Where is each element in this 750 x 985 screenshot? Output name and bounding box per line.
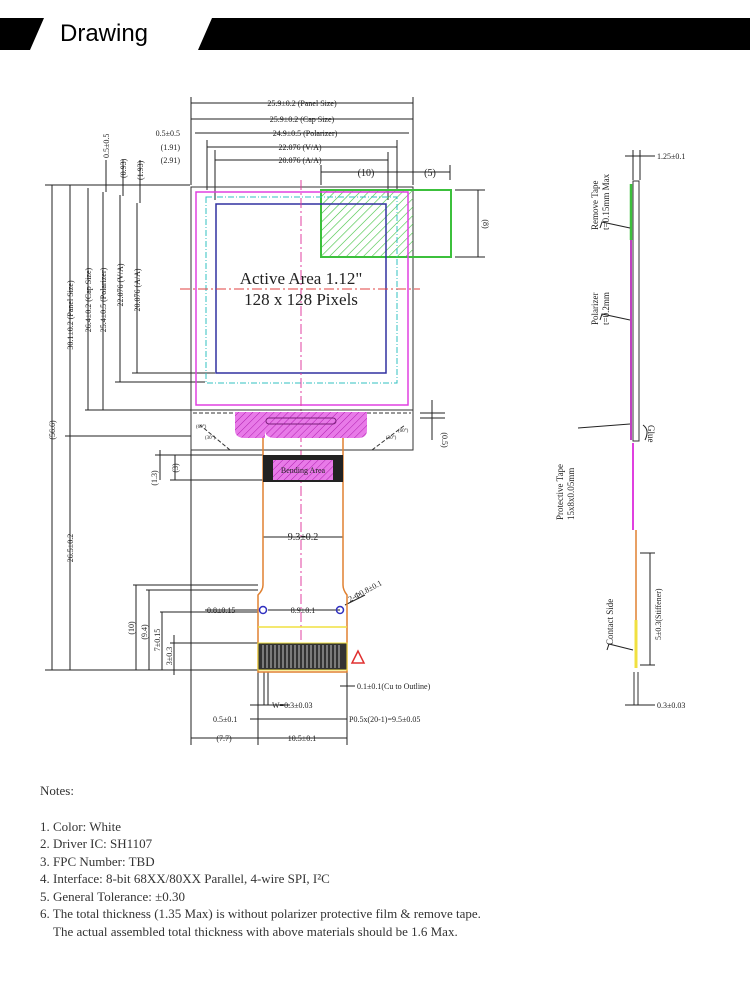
dim-label: 0.5±0.5 [102, 134, 111, 158]
dim-label: 0.3±0.03 [657, 701, 685, 710]
dim-label: (1.93) [136, 160, 145, 180]
polarizer-outline [195, 191, 409, 406]
dim-label: (5) [424, 168, 436, 179]
header-tab: Drawing [30, 18, 212, 50]
dim-label: P0.5x(20-1)=9.5±0.05 [349, 715, 420, 724]
side-view: 1.25±0.1 Remove Tape t=0.15mm Max Polari… [555, 150, 685, 710]
dim-label: 30.1±0.2 (Panel Size) [66, 280, 75, 350]
dim-label: (9.4) [140, 624, 149, 640]
panel-ledge [190, 409, 414, 451]
technical-drawing: Active Area 1.12" 128 x 128 Pixels (60°)… [45, 97, 685, 745]
pixels-label: 128 x 128 Pixels [244, 290, 358, 309]
side-label: 15x8x0.05mm [566, 468, 576, 520]
dim-label: (3) [171, 463, 180, 473]
dim-label: 8.9±0.1 [291, 606, 315, 615]
fpc-hole [258, 605, 268, 615]
dim-label: 25.4±0.5 (Polarizer) [99, 267, 108, 332]
note-item: 6. The total thickness (1.35 Max) is wit… [40, 906, 481, 921]
dim-label: 20.076 (A/A) [278, 156, 321, 165]
dim-label: 24.9±0.5 (Polarizer) [273, 129, 338, 138]
dim-label: 0.5±0.1 [213, 715, 237, 724]
side-label: Contact Side [605, 599, 615, 645]
connector-pins [262, 645, 340, 668]
dim-label: (7.7) [216, 734, 232, 743]
angle-label: (60°) [196, 425, 207, 430]
dim-label: 0.5±0.5 [156, 129, 180, 138]
notes-title: Notes: [40, 783, 74, 798]
dim-label: (1.91) [161, 143, 181, 152]
warning-icon [350, 649, 366, 664]
dim-label: 22.076 (V/A) [278, 143, 321, 152]
angle-label: (30°) [386, 436, 397, 441]
angle-label: (60°) [398, 429, 409, 434]
dim-label: 9.3±0.2 [288, 532, 319, 543]
angle-label: (30°) [205, 436, 216, 441]
fpc-outline [257, 438, 348, 673]
side-label: Glue [646, 425, 656, 443]
dim-label: 0.8±0.15 [207, 606, 235, 615]
note-item: 2. Driver IC: SH1107 [40, 836, 153, 851]
dim-label: 1.25±0.1 [657, 152, 685, 161]
dim-label: 26.5±0.2 [66, 534, 75, 562]
note-item: 5. General Tolerance: ±0.30 [40, 888, 185, 904]
dim-label: W=0.3±0.03 [272, 701, 312, 710]
dim-label: 0.1±0.1(Cu to Outline) [357, 682, 431, 691]
viewing-area [205, 196, 398, 384]
dim-label: (56.6) [48, 420, 57, 440]
note-item: 4. Interface: 8-bit 68XX/80XX Parallel, … [40, 871, 330, 886]
dim-label: (8) [481, 219, 490, 229]
dim-label: 5±0.3(Stiffener) [654, 588, 663, 640]
dim-label: (2.91) [161, 156, 181, 165]
note-item: 1. Color: White [40, 818, 122, 834]
dim-label: 26.4±0.2 (Cap Size) [84, 267, 93, 332]
dim-label: (0.93) [119, 158, 128, 178]
header-title: Drawing [60, 20, 149, 47]
dim-label: (10) [127, 621, 136, 635]
dim-label: 3±0.3 [165, 647, 174, 665]
dim-label: 10.5±0.1 [288, 734, 316, 743]
dimension-lines [45, 97, 485, 745]
bending-area-label: Bending Area [281, 466, 326, 475]
notes: Notes: 1. Color: White 2. Driver IC: SH1… [40, 782, 481, 940]
dim-label: 7±0.15 [153, 629, 162, 651]
note-item: The actual assembled total thickness wit… [53, 923, 458, 939]
active-area-label: Active Area 1.12" [240, 269, 363, 288]
side-label: Polarizer [590, 293, 600, 325]
dim-label: 25.9±0.2 (Cap Size) [270, 115, 335, 124]
dim-label: 22.076 (V/A) [116, 263, 125, 306]
side-label: Remove Tape [590, 181, 600, 230]
dim-label: (0.5) [440, 432, 449, 448]
hatched-area [321, 190, 413, 257]
fpc-hole [335, 605, 345, 615]
dim-label: 2-Φ0.8±0.1 [347, 578, 384, 603]
side-label: t=0.2mm [601, 292, 611, 325]
dim-label: (1.3) [150, 470, 159, 486]
side-label: t=0.15mm Max [601, 173, 611, 230]
dim-label: (10) [358, 168, 375, 179]
note-item: 3. FPC Number: TBD [40, 853, 155, 869]
ic-area [235, 412, 367, 438]
dim-label: 20.076 (A/A) [133, 268, 142, 311]
side-label: Protective Tape [555, 464, 565, 520]
dim-label: 25.9±0.2 (Panel Size) [267, 99, 337, 108]
